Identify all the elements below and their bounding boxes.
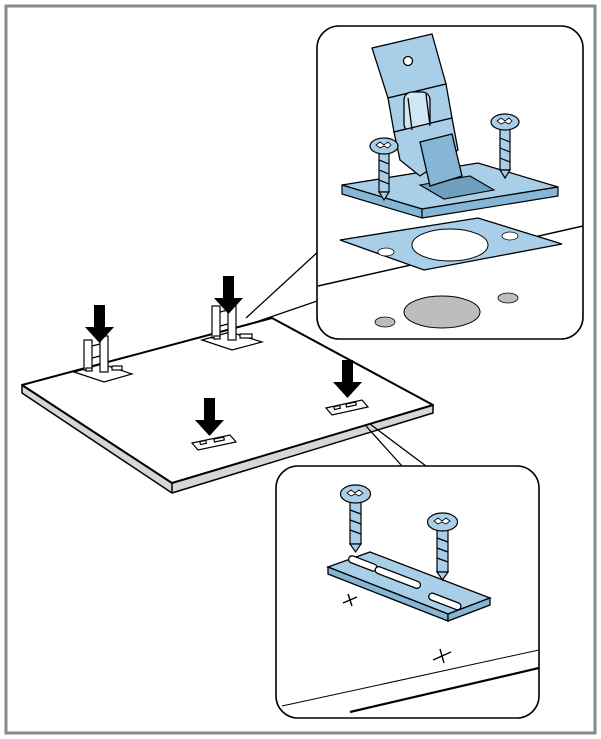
slotted-mounting-plate-icon	[326, 551, 492, 622]
callout-lines	[245, 249, 427, 467]
board-plate-right	[324, 399, 370, 416]
x-mark-icon	[342, 593, 358, 607]
torx-screw-icon	[490, 113, 520, 180]
x-mark-icon	[432, 648, 452, 664]
down-arrow-icon	[85, 305, 114, 343]
outer-frame	[4, 4, 597, 735]
board-plate-front	[190, 434, 238, 451]
torx-screw-icon	[339, 484, 372, 554]
mounting-board	[21, 317, 434, 494]
detail-panel-plate	[275, 465, 540, 719]
hinge-bracket-icon	[371, 33, 463, 187]
torx-screw-icon	[426, 512, 459, 582]
down-arrow-icon	[333, 360, 362, 398]
down-arrow-icon	[214, 276, 243, 314]
detail-panel-hinge	[316, 25, 584, 340]
torx-screw-icon	[369, 137, 399, 202]
down-arrow-icon	[195, 398, 224, 436]
